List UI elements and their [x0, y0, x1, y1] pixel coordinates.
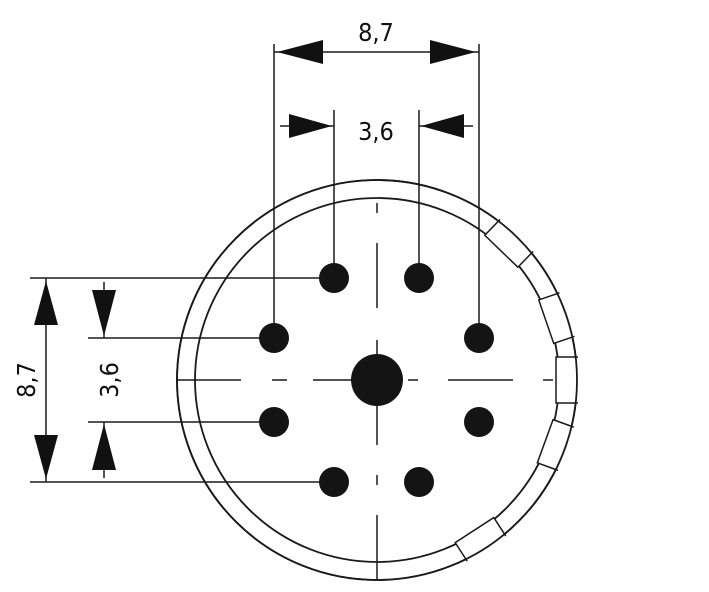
- contact-pin: [319, 467, 349, 497]
- extension-lines: [30, 44, 480, 483]
- key-slot: [454, 516, 507, 562]
- contact-pin: [464, 323, 494, 353]
- dim-vertical-outer: 8,7: [12, 278, 58, 482]
- contact-pin: [259, 323, 289, 353]
- contact-pin: [404, 263, 434, 293]
- arrow-down-icon: [34, 435, 58, 479]
- arrow-up-icon: [92, 424, 116, 470]
- arrow-down-icon: [92, 290, 116, 336]
- key-slot: [537, 292, 575, 345]
- dim-label-v-outer: 8,7: [12, 362, 41, 398]
- center-lines: [177, 203, 553, 580]
- center-pin: [351, 354, 403, 406]
- arrow-right-icon: [430, 40, 476, 64]
- arrow-up-icon: [34, 281, 58, 325]
- dim-vertical-inner: 3,6: [92, 282, 124, 478]
- contact-pin: [319, 263, 349, 293]
- dim-label-h-inner: 3,6: [358, 117, 394, 146]
- dim-label-h-outer: 8,7: [358, 18, 394, 47]
- contact-pin: [464, 407, 494, 437]
- arrow-left-icon: [277, 40, 323, 64]
- arrow-right-icon: [289, 114, 332, 138]
- contact-pins: [259, 263, 494, 497]
- dim-horizontal-outer: 8,7: [274, 18, 479, 64]
- contact-pin: [259, 407, 289, 437]
- contact-pin: [404, 467, 434, 497]
- dim-label-v-inner: 3,6: [95, 362, 124, 398]
- dim-horizontal-inner: 3,6: [280, 114, 473, 146]
- key-slot: [555, 356, 578, 404]
- key-slot: [483, 218, 534, 269]
- arrow-left-icon: [421, 114, 464, 138]
- key-slot: [536, 418, 575, 472]
